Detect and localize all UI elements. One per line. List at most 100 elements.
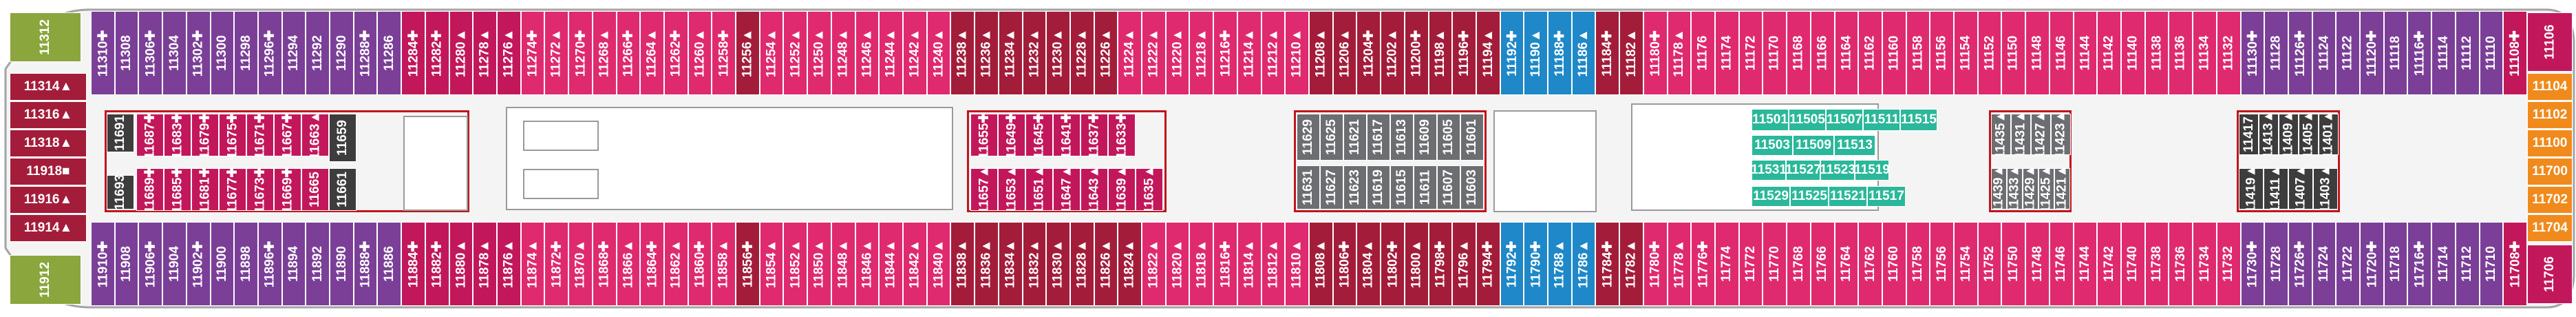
cabin-bottom[interactable]: 11866▲ [616,222,641,306]
cabin-top[interactable]: 11218▲ [1189,11,1214,95]
stern-cabin[interactable]: 11100 [2527,130,2573,157]
cabin-top[interactable]: 11216✚ [1213,11,1237,95]
cabin-bottom[interactable]: 11784✚ [1595,222,1620,306]
cabin-bottom[interactable]: 11852▲ [783,222,808,306]
studio-cabin[interactable]: 11529 [1752,186,1790,207]
inner-cabin[interactable]: 11601 [1460,114,1484,161]
inner-cabin[interactable]: 11619 [1367,165,1390,209]
cabin-top[interactable]: 11184✚ [1595,11,1620,95]
cabin-bottom[interactable]: 11882✚ [425,222,449,306]
cabin-top[interactable]: 11234▲ [998,11,1023,95]
inner-cabin[interactable]: 11627 [1320,165,1343,209]
cabin-bottom[interactable]: 11894 [281,222,306,306]
cabin-bottom[interactable]: 11888✚ [353,222,378,306]
cabin-top[interactable]: 11142 [2097,11,2121,95]
cabin-top[interactable]: 11160 [1882,11,1906,95]
cabin-top[interactable]: 11112 [2455,11,2480,95]
inner-cabin[interactable]: 11669✚ [274,168,301,211]
cabin-top[interactable]: 11242▲ [903,11,927,95]
studio-cabin[interactable]: 11531 [1752,160,1786,181]
cabin-bottom[interactable]: 11860✚ [688,222,712,306]
inner-cabin[interactable]: 11661 [329,168,356,211]
cabin-bottom[interactable]: 11878▲ [473,222,497,306]
cabin-bottom[interactable]: 11776✚ [1691,222,1715,306]
cabin-top[interactable]: 11156 [1930,11,1955,95]
cabin-top[interactable]: 11116✚ [2407,11,2432,95]
cabin-top[interactable]: 11108✚ [2503,11,2527,95]
cabin-top[interactable]: 11122 [2336,11,2361,95]
cabin-bottom[interactable]: 11880▲ [449,222,473,306]
inner-cabin[interactable]: 11639▲ [1108,168,1136,211]
cabin-bottom[interactable]: 11836▲ [975,222,999,306]
cabin-bottom[interactable]: 11750 [2001,222,2026,306]
studio-cabin[interactable]: 11503 [1752,135,1793,156]
cabin-top[interactable]: 11158 [1906,11,1930,95]
cabin-top[interactable]: 11146 [2049,11,2074,95]
cabin-bottom[interactable]: 11886 [377,222,402,306]
cabin-bottom[interactable]: 11736 [2169,222,2193,306]
cabin-bottom[interactable]: 11820▲ [1165,222,1190,306]
cabin-top[interactable]: 11294 [281,11,306,95]
cabin-bottom[interactable]: 11722 [2336,222,2361,306]
stern-cabin[interactable]: 11700 [2527,158,2573,185]
cabin-top[interactable]: 11154 [1954,11,1978,95]
studio-cabin[interactable]: 11509 [1793,135,1834,156]
stern-cabin[interactable]: 11102 [2527,101,2573,129]
inner-cabin[interactable]: 11409▲ [2279,114,2299,155]
cabin-top[interactable]: 11186▲ [1571,11,1596,95]
inner-cabin[interactable]: 11427▲ [2031,114,2051,155]
cabin-top[interactable]: 11174 [1715,11,1739,95]
cabin-bottom[interactable]: 11826▲ [1094,222,1118,306]
cabin-bottom[interactable]: 11768 [1787,222,1811,306]
cabin-top[interactable]: 11164 [1834,11,1859,95]
cabin-top[interactable]: 11172 [1738,11,1763,95]
cabin-bottom[interactable]: 11792✚ [1500,222,1524,306]
cabin-top[interactable]: 11274✚ [520,11,545,95]
cabin-bottom[interactable]: 11798✚ [1428,222,1453,306]
cabin-top[interactable]: 11220▲ [1165,11,1190,95]
cabin-bottom[interactable]: 11782▲ [1619,222,1643,306]
cabin-bottom[interactable]: 11726✚ [2288,222,2312,306]
inner-cabin[interactable]: 11623 [1343,165,1367,209]
inner-cabin[interactable]: 11413▲ [2259,114,2279,155]
bow-side-cabin[interactable]: 11916▲ [10,186,87,214]
cabin-top[interactable]: 11204✚ [1356,11,1381,95]
cabin-top[interactable]: 11114 [2431,11,2456,95]
cabin-bottom[interactable]: 11788▲ [1548,222,1572,306]
inner-cabin[interactable]: 11629 [1297,114,1320,161]
cabin-top[interactable]: 11280▲ [449,11,473,95]
cabin-bottom[interactable]: 11858▲ [712,222,736,306]
cabin-top[interactable]: 11308 [114,11,139,95]
cabin-bottom[interactable]: 11856✚ [736,222,760,306]
cabin-top[interactable]: 11180✚ [1643,11,1668,95]
cabin-top[interactable]: 11134 [2193,11,2217,95]
cabin-top[interactable]: 11190▲ [1524,11,1548,95]
cabin-top[interactable]: 11252▲ [783,11,808,95]
cabin-bottom[interactable]: 11910✚ [91,222,115,306]
inner-cabin[interactable]: 11679✚ [191,114,219,156]
cabin-top[interactable]: 11170 [1763,11,1787,95]
cabin-bottom[interactable]: 11730✚ [2240,222,2265,306]
cabin-bottom[interactable]: 11876▲ [497,222,521,306]
cabin-bottom[interactable]: 11816✚ [1213,222,1237,306]
bow-side-cabin[interactable]: 11914▲ [10,214,87,242]
cabin-bottom[interactable]: 11838▲ [950,222,975,306]
inner-cabin[interactable]: 11675✚ [219,114,246,156]
cabin-top[interactable]: 11290 [330,11,354,95]
cabin-bottom[interactable]: 11710 [2479,222,2504,306]
inner-cabin[interactable]: 11607 [1437,165,1460,209]
cabin-bottom[interactable]: 11762 [1858,222,1882,306]
cabin-top[interactable]: 11206▲ [1332,11,1357,95]
cabin-top[interactable]: 11262✚ [663,11,688,95]
inner-cabin[interactable]: 11631 [1297,165,1320,209]
cabin-top[interactable]: 11244▲ [879,11,903,95]
cabin-top[interactable]: 11194▲ [1476,11,1500,95]
cabin-bottom[interactable]: 11744 [2073,222,2098,306]
inner-cabin[interactable]: 11431▲ [2011,114,2031,155]
cabin-top[interactable]: 11278▲ [473,11,497,95]
cabin-top[interactable]: 11178▲ [1667,11,1692,95]
cabin-top[interactable]: 11126✚ [2288,11,2312,95]
inner-cabin[interactable]: 11425▲ [2039,168,2054,209]
cabin-bottom[interactable]: 11842▲ [903,222,927,306]
cabin-top[interactable]: 11110 [2479,11,2504,95]
